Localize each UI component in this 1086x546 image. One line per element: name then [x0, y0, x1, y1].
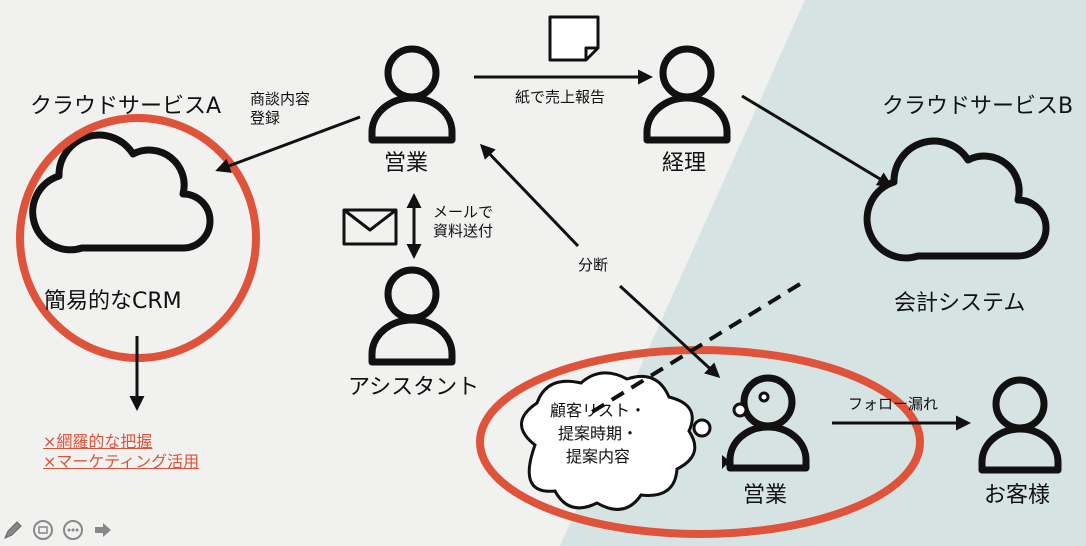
person-label-assistant: アシスタント	[348, 375, 480, 400]
person-icon	[368, 266, 456, 366]
person-label-sales-bottom: 営業	[743, 483, 788, 508]
label-paper-report: 紙で売上報告	[515, 88, 606, 106]
label-register: 商談内容 登録	[250, 90, 310, 128]
label-mail: メールで 資料送付	[433, 203, 493, 241]
thought-text: 顧客リスト・ 提案時期・ 提案内容	[540, 399, 656, 468]
thought-dot	[732, 402, 748, 418]
label-register-line: 登録	[250, 108, 281, 127]
issue-item: ×網羅的な把握	[43, 432, 153, 451]
document-icon	[548, 15, 600, 62]
presentation-toolbar	[2, 514, 114, 546]
thought-line: 顧客リスト・	[549, 401, 646, 420]
arrow-register	[215, 115, 361, 173]
cloud-a-title: クラウドサービスA	[30, 94, 222, 119]
cloud-icon	[863, 137, 1050, 262]
menu-icon[interactable]	[62, 519, 84, 541]
thought-line: 提案内容	[565, 447, 630, 466]
cloud-a-issues: ×網羅的な把握 ×マーケティング活用	[43, 432, 199, 472]
person-label-manager: 経理	[662, 151, 707, 176]
cursor-icon	[722, 455, 733, 471]
label-register-line: 商談内容	[250, 90, 311, 108]
cloud-a-caption: 簡易的なCRM	[44, 289, 182, 314]
person-icon	[643, 45, 731, 144]
label-disconnect: 分断	[578, 256, 609, 274]
arrow-to-cloud-b	[741, 94, 893, 187]
cloud-b-caption: 会計システム	[894, 291, 1026, 316]
person-label-sales: 営業	[384, 151, 429, 176]
cloud-b-title: クラウドサービスB	[882, 94, 1074, 119]
cut-dashed-line	[590, 282, 802, 414]
person-label-customer: お客様	[984, 483, 1051, 508]
person-icon	[726, 374, 810, 472]
label-mail-line: 資料送付	[433, 221, 494, 240]
thought-dot	[692, 418, 712, 438]
thought-line: 提案時期・	[557, 424, 638, 443]
pen-icon[interactable]	[2, 519, 24, 541]
next-arrow-icon[interactable]	[92, 519, 114, 541]
thought-cloud	[520, 371, 697, 511]
slides-icon[interactable]	[32, 519, 54, 541]
person-icon	[368, 45, 456, 144]
mail-icon	[342, 208, 398, 246]
arrow-disconnect-down	[618, 284, 721, 379]
cloud-icon	[29, 131, 214, 254]
arrow-disconnect-up	[479, 143, 580, 248]
issue-item: ×マーケティング活用	[43, 452, 200, 471]
highlight-circle	[476, 346, 924, 538]
thought-dot	[758, 391, 770, 403]
label-mail-line: メールで	[433, 203, 494, 221]
label-follow-miss: フォロー漏れ	[848, 395, 939, 413]
person-icon	[978, 376, 1062, 474]
